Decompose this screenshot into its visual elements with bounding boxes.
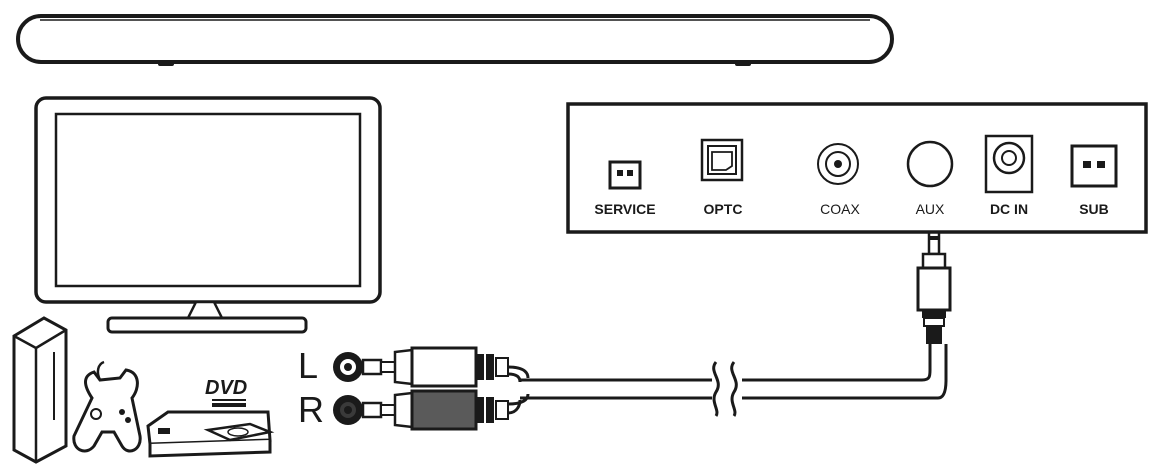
rca-left-label: L bbox=[298, 345, 318, 386]
aux-plug bbox=[916, 224, 952, 344]
aux-port-icon bbox=[906, 140, 954, 188]
rca-jack-left bbox=[333, 352, 383, 382]
rca-to-aux-cable-icon bbox=[507, 344, 948, 417]
port-label-service: SERVICE bbox=[594, 201, 655, 217]
port-label-aux: AUX bbox=[916, 201, 945, 217]
rca-right-label: R bbox=[298, 389, 324, 430]
sub-port-icon bbox=[1070, 144, 1118, 188]
game-console-icon bbox=[12, 316, 68, 464]
gamepad-icon bbox=[72, 360, 142, 453]
rca-plug-right bbox=[380, 389, 509, 431]
coax-port-icon bbox=[817, 143, 859, 185]
rca-plug-left bbox=[380, 346, 509, 388]
port-label-coax: COAX bbox=[820, 201, 860, 217]
dc-in-port-icon bbox=[984, 134, 1034, 194]
dvd-player-icon: DVD bbox=[146, 377, 275, 458]
service-port-icon bbox=[608, 160, 642, 190]
tv-icon bbox=[34, 96, 382, 334]
port-label-dc-in: DC IN bbox=[990, 201, 1028, 217]
rca-jack-right bbox=[333, 395, 383, 425]
back-panel: SERVICE OPTC COAX AUX DC IN SUB bbox=[566, 102, 1148, 234]
soundbar-icon bbox=[16, 14, 894, 66]
dvd-logo: DVD bbox=[205, 377, 247, 399]
port-label-optc: OPTC bbox=[704, 201, 743, 217]
optical-port-icon bbox=[700, 138, 744, 182]
port-label-sub: SUB bbox=[1079, 201, 1109, 217]
